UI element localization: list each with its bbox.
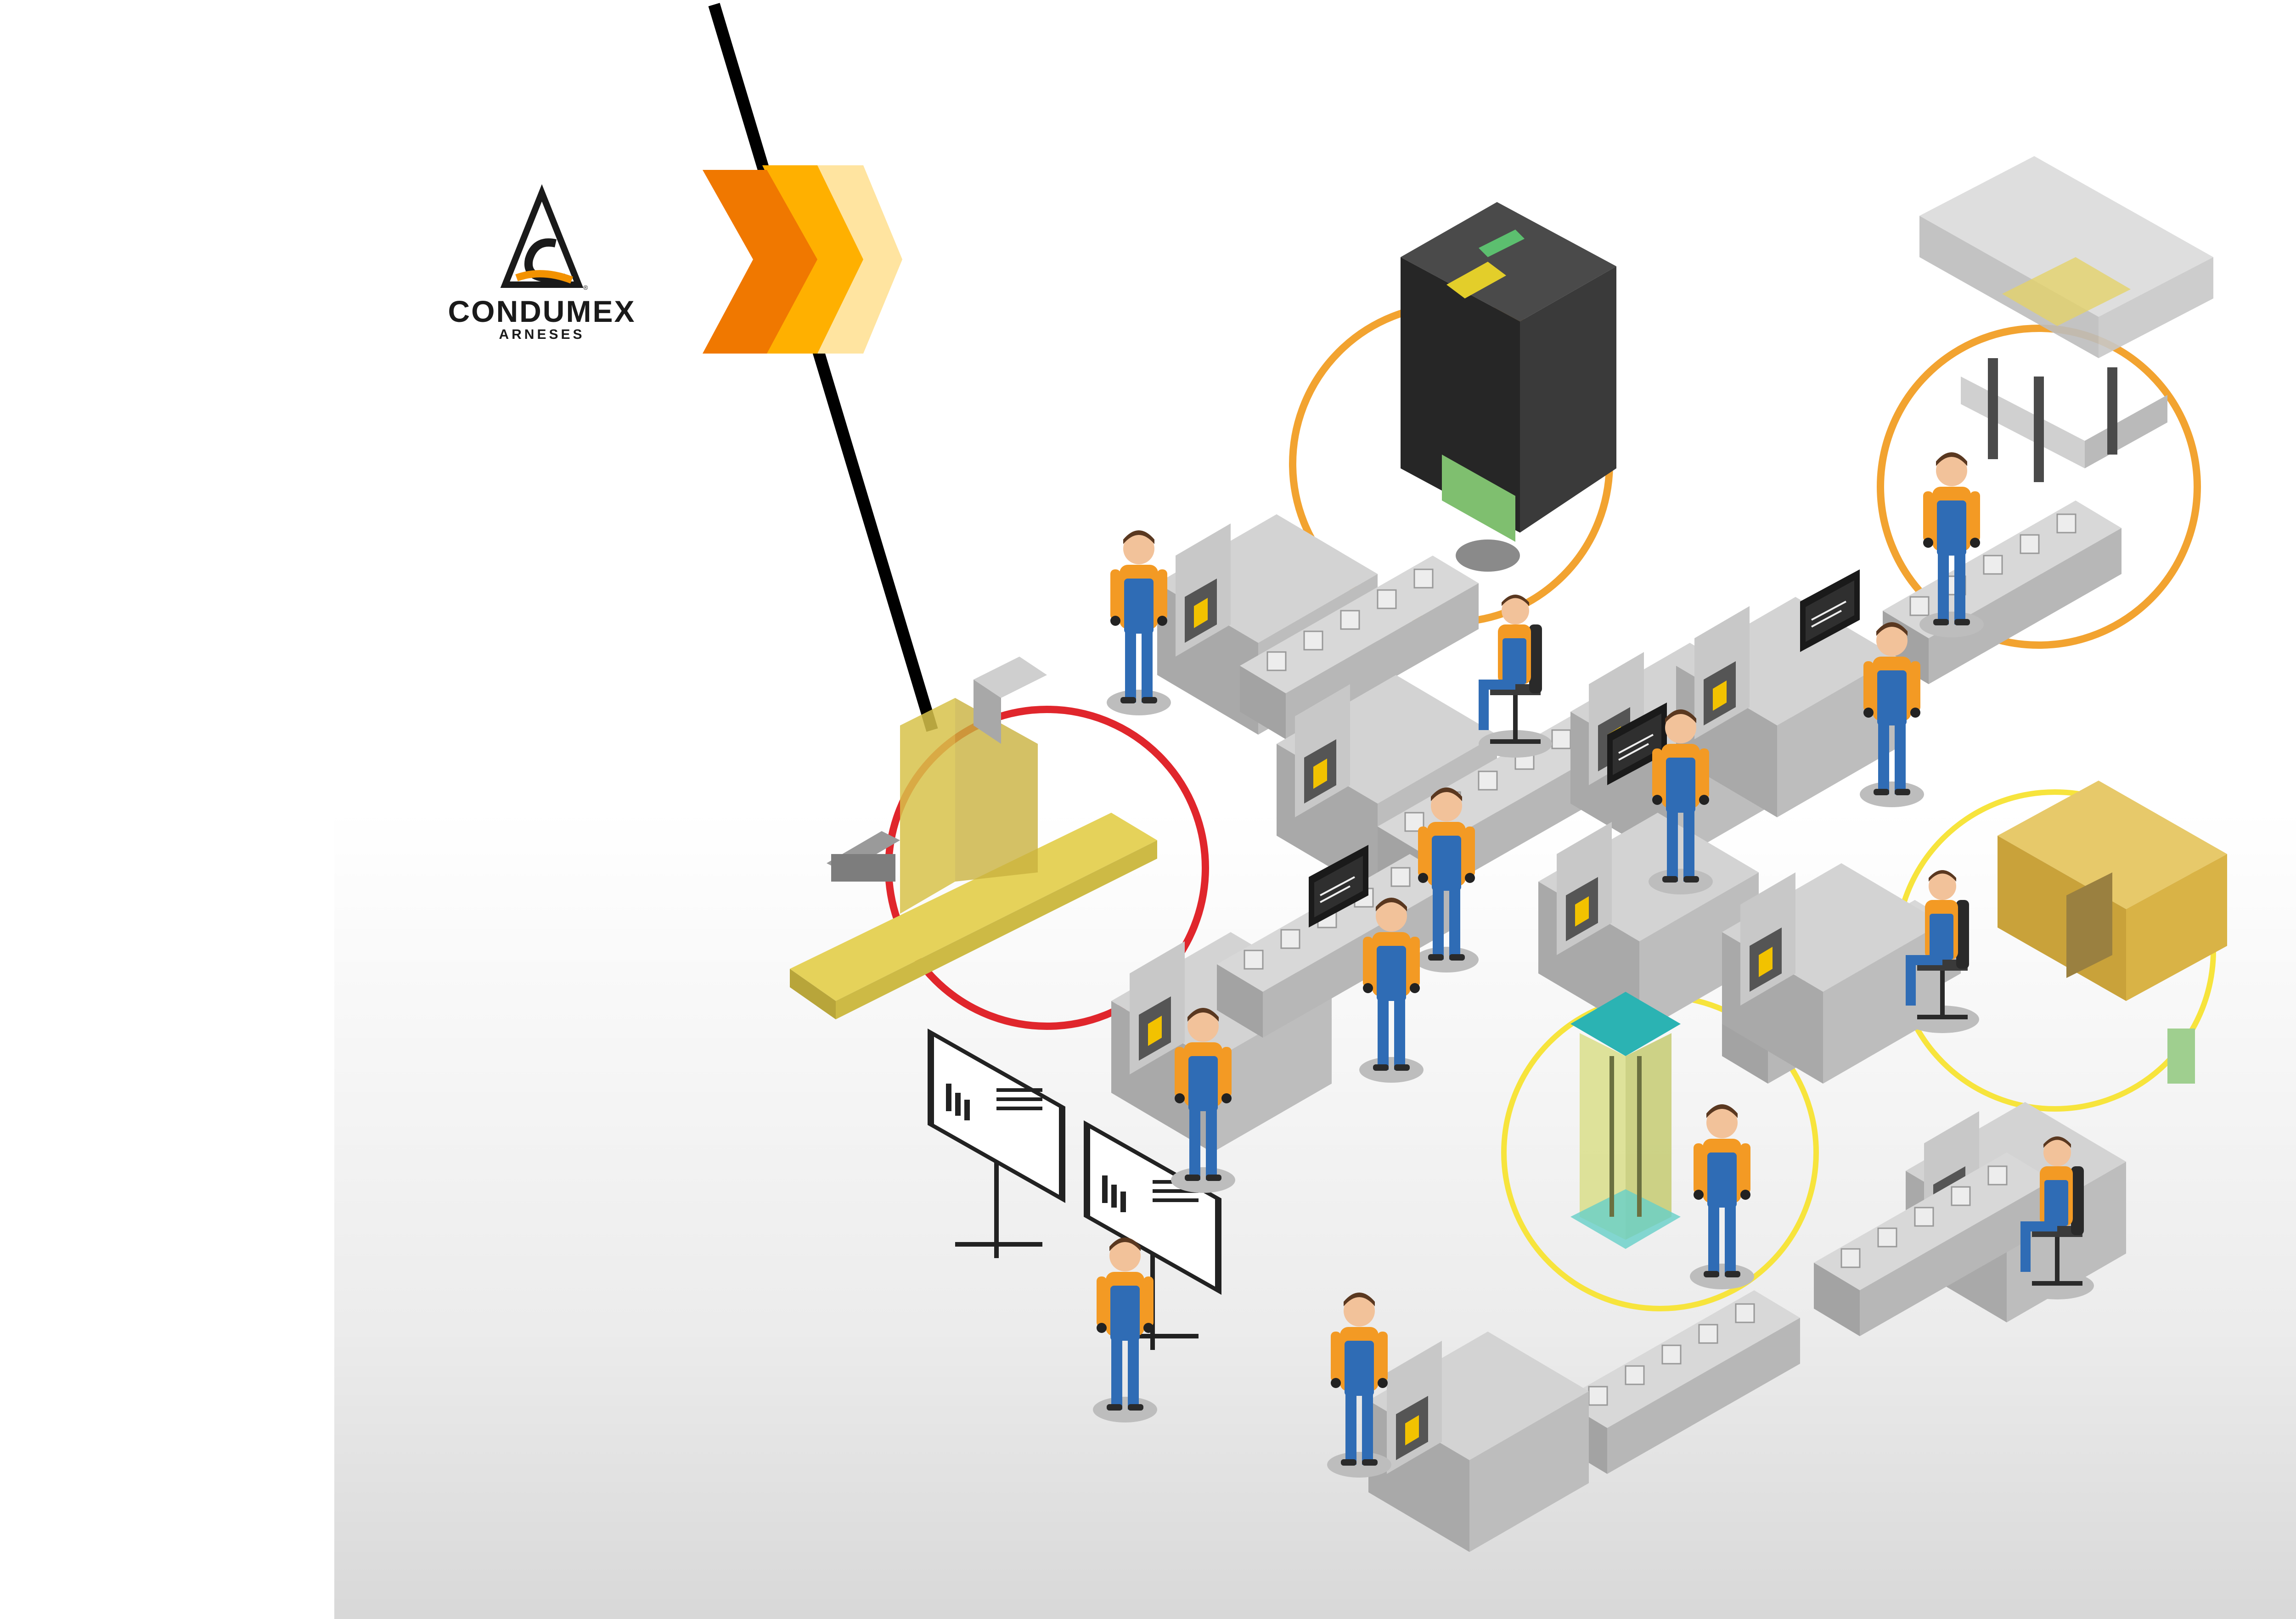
brand-logo: ® CONDUMEX ARNESES	[427, 184, 657, 349]
brand-division: ARNESES	[499, 327, 585, 342]
registered-mark: ®	[583, 284, 588, 291]
worker-standing-1	[1107, 530, 1171, 715]
brand-name: CONDUMEX	[448, 294, 636, 328]
worker-standing-9	[1690, 1104, 1754, 1289]
connector-line	[708, 3, 938, 732]
worker-standing-7	[1093, 1237, 1157, 1422]
dashboard-monitor-1	[928, 1029, 1065, 1258]
yellow-fixture-machine	[790, 657, 1157, 1019]
conveyor-right-top	[1882, 500, 2122, 685]
teal-transparent-fixture	[1570, 992, 1681, 1249]
condumex-triangle-logo-icon	[500, 184, 584, 288]
gripper-head-tooling	[1401, 202, 1616, 572]
transparent-mold-tooling	[1919, 156, 2213, 482]
machine-bottom-left	[1368, 1332, 1589, 1552]
conveyor-bottom	[1560, 1289, 1801, 1475]
highlight-ring-top-right	[1877, 325, 2201, 649]
chevron-right-arrows-icon	[703, 165, 902, 354]
yellow-press-fixture	[1998, 781, 2227, 1084]
